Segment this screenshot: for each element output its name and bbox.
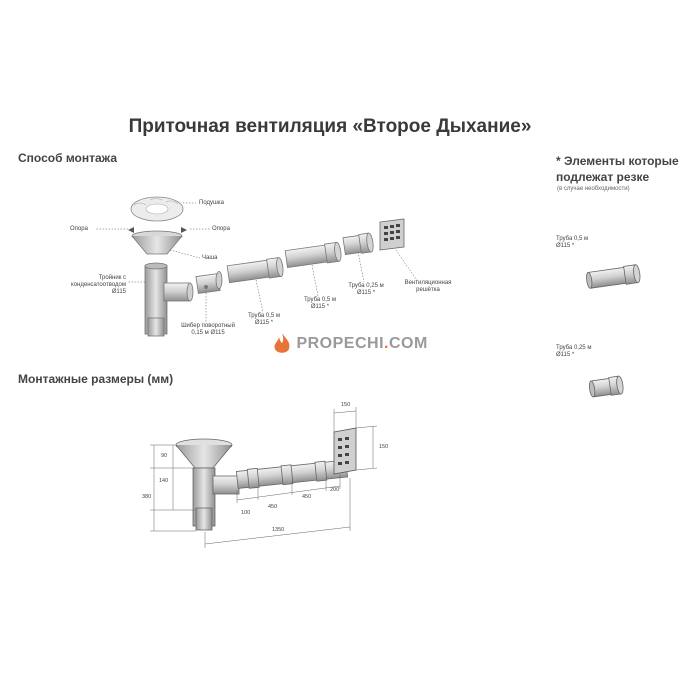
dim-200: 200 (330, 487, 340, 493)
support-right-arrow (181, 227, 187, 233)
label-pillow: Подушка (199, 200, 224, 206)
tee-part (144, 262, 194, 337)
aside-note: (в случае необходимости) (557, 186, 630, 192)
pillow-part (130, 196, 184, 222)
aside-pipe-05 (586, 264, 641, 289)
dim-90: 90 (161, 453, 168, 459)
label-support-left: Опора (70, 226, 88, 232)
watermark-dot: . (384, 335, 389, 352)
dim-100: 100 (241, 510, 251, 516)
label-bowl: Чаша (202, 255, 218, 261)
dim-grille (333, 427, 357, 475)
pipe1-part (226, 257, 284, 284)
grille-part (379, 218, 405, 251)
support-left-arrow (128, 227, 134, 233)
bowl-part (131, 230, 183, 255)
section-heading-dimensions: Монтажные размеры (мм) (18, 372, 174, 386)
dim-pipe-run (235, 459, 349, 489)
pipe2-part (284, 242, 342, 268)
label-support-right: Опора (212, 226, 230, 232)
dim-380: 380 (142, 494, 152, 500)
watermark: PROPECHI.COM (272, 332, 428, 356)
dim-140: 140 (159, 478, 169, 484)
section-heading-mounting: Способ монтажа (18, 151, 118, 165)
dim-1350: 1350 (272, 527, 285, 533)
watermark-text-post: COM (388, 335, 428, 352)
dim-bowl (175, 438, 233, 469)
dim-150-right: 150 (379, 444, 389, 450)
flame-icon (274, 333, 290, 353)
dim-150-top: 150 (341, 402, 351, 408)
page-title: Приточная вентиляция «Второе Дыхание» (128, 116, 532, 137)
watermark-text-pre: PROPECHI (296, 335, 385, 352)
damper-part (195, 271, 223, 294)
dim-450a: 450 (268, 504, 278, 510)
pipe3-part (342, 232, 374, 256)
aside-pipe-025 (589, 375, 624, 398)
dim-450b: 450 (302, 494, 312, 500)
aside-heading: * Элементы которые подлежат резке (556, 154, 679, 184)
dim-tee (192, 467, 240, 531)
